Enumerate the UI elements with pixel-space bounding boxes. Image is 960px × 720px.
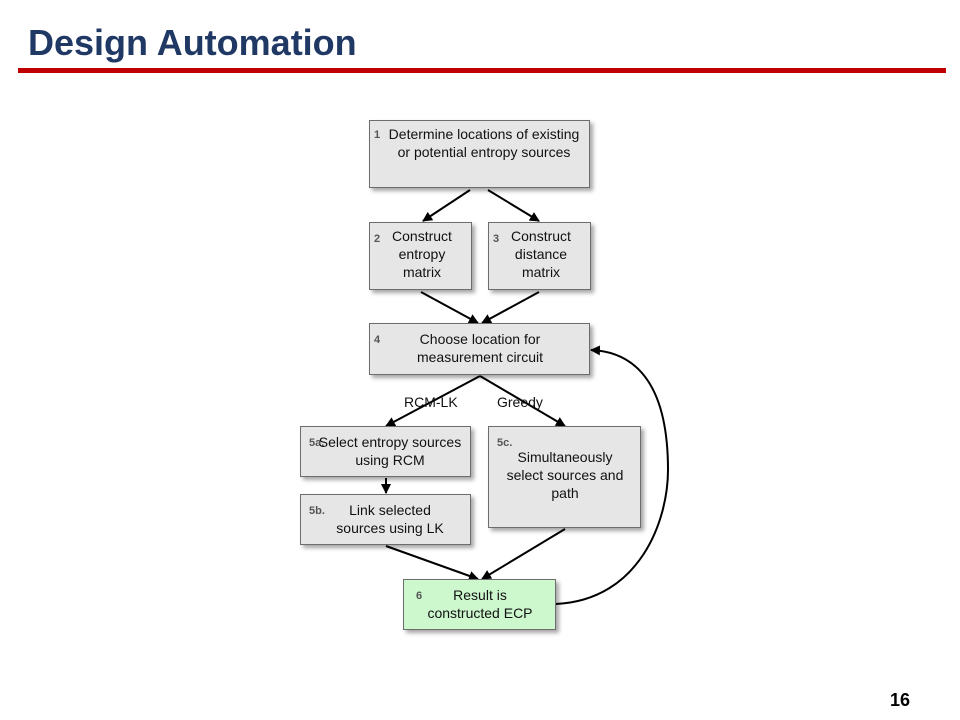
step-2-text: Construct entropy matrix [392, 228, 452, 280]
page-number: 16 [890, 690, 911, 710]
step-5a-box: 5a. Select entropy sources using RCM [300, 426, 471, 477]
step-5b-box: 5b. Link selected sources using LK [300, 494, 471, 545]
edge-1-to-2 [422, 189, 471, 222]
step-6-box: 6 Result is constructed ECP [403, 579, 556, 630]
step-1-number: 1 [374, 129, 381, 141]
edge-2-to-4 [420, 291, 479, 324]
step-5c-number: 5c. [497, 437, 513, 449]
edge-1-to-3 [487, 189, 540, 222]
step-5b-text: Link selected sources using LK [336, 502, 444, 536]
step-3-number: 3 [493, 233, 500, 245]
edge-label-rcm-lk: RCM-LK [404, 394, 458, 410]
step-2-number: 2 [374, 233, 381, 245]
edge-5c-to-6 [481, 528, 566, 580]
step-3-text: Construct distance matrix [511, 228, 571, 280]
step-4-text: Choose location for measurement circuit [416, 331, 544, 365]
step-4-box: 4 Choose location for measurement circui… [369, 323, 590, 375]
title-underline [18, 68, 946, 73]
step-6-text: Result is constructed ECP [427, 587, 533, 621]
step-5b-number: 5b. [309, 505, 325, 517]
edge-6-loop-to-4 [555, 345, 670, 605]
step-5c-text: Simultaneously select sources and path [506, 449, 624, 501]
edge-label-greedy: Greedy [497, 394, 543, 410]
step-5a-text: Select entropy sources using RCM [318, 434, 462, 468]
step-5c-box: 5c. Simultaneously select sources and pa… [488, 426, 641, 528]
step-1-box: 1 Determine locations of existing or pot… [369, 120, 590, 188]
edge-3-to-4 [481, 291, 540, 324]
step-4-number: 4 [374, 334, 381, 346]
step-5a-number: 5a. [309, 437, 325, 449]
step-6-number: 6 [416, 590, 423, 602]
slide-title: Design Automation [28, 22, 357, 63]
step-1-text: Determine locations of existing or poten… [388, 126, 580, 160]
step-2-box: 2 Construct entropy matrix [369, 222, 472, 290]
edge-5b-to-6 [385, 545, 479, 581]
edge-4-to-5a [385, 375, 481, 427]
step-3-box: 3 Construct distance matrix [488, 222, 591, 290]
edge-4-to-5c [479, 375, 566, 427]
